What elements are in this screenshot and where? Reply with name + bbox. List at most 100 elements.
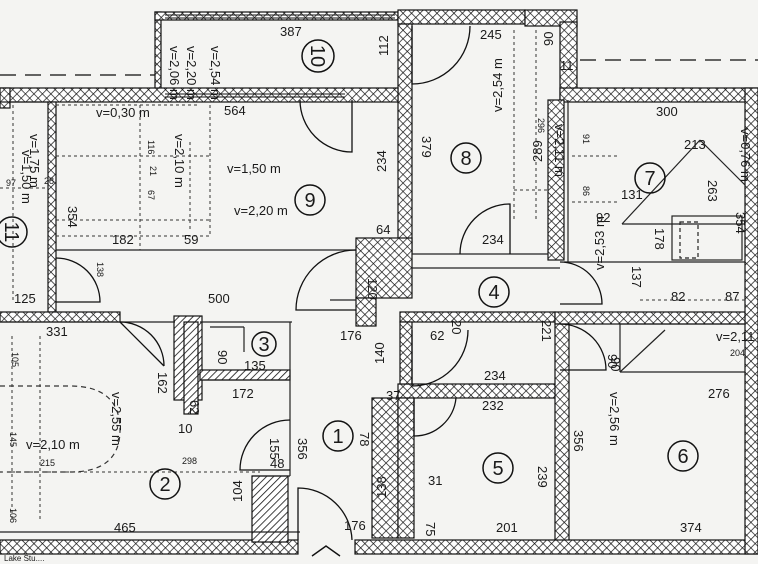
dimension-label: 135	[244, 358, 266, 373]
dimension-label: v=0,30 m	[96, 105, 150, 120]
dimension-label: 298	[182, 456, 197, 466]
dimension-label: v=2,54 m	[490, 58, 505, 112]
dimension-label: v=1,75 m	[27, 134, 42, 188]
dimension-label: v=2,54 m	[208, 46, 223, 100]
dimension-label: 374	[680, 520, 702, 535]
dimension-label: 131	[621, 187, 643, 202]
dimension-label: 176	[340, 328, 362, 343]
dimension-label: 20	[449, 320, 464, 334]
dimension-label: 172	[232, 386, 254, 401]
dimension-label: 90	[608, 357, 623, 371]
dimension-label: 86	[581, 186, 591, 196]
dimension-label: 105	[10, 352, 20, 367]
dimension-label: 178	[652, 228, 667, 250]
thin-lines	[0, 100, 746, 533]
dashed-boundary-lines	[0, 59, 758, 76]
dimension-label: 75	[423, 522, 438, 536]
dimension-label: 21	[148, 166, 158, 176]
dimension-label: 356	[571, 430, 586, 452]
dimension-label: v=2,53 m	[592, 216, 607, 270]
dimension-label: 465	[114, 520, 136, 535]
dimension-label: v=2,20 m	[184, 46, 199, 100]
room-9-number: 9	[304, 190, 315, 212]
dimension-label: 10	[178, 421, 192, 436]
room-3-circle	[251, 331, 277, 357]
dimension-label: 379	[419, 136, 434, 158]
dimension-label: 125	[14, 291, 36, 306]
dimension-label: 90	[215, 350, 230, 364]
dimension-label: v=2,10 m	[26, 437, 80, 452]
room-1-number: 1	[332, 426, 343, 448]
dimension-label: 106	[8, 508, 18, 523]
room-2-circle	[149, 468, 181, 500]
dimension-label: v=2,20 m	[234, 203, 288, 218]
dimension-label: 232	[482, 398, 504, 413]
dimension-label: v=2,11 m	[552, 124, 567, 177]
dimension-label: 182	[112, 232, 134, 247]
dimension-label: 59	[184, 232, 198, 247]
dimension-label: 78	[357, 432, 372, 446]
dimension-label: 234	[374, 150, 389, 172]
dimension-label: 500	[208, 291, 230, 306]
dimension-label: v=2,56 m	[607, 392, 622, 446]
room-3-number: 3	[258, 334, 269, 356]
dimension-label: 564	[224, 103, 246, 118]
dimension-label: 296	[536, 118, 546, 133]
dimension-label: 239	[535, 466, 550, 488]
dimension-label: 48	[270, 456, 284, 471]
footer-text: Lake Stu....	[4, 554, 44, 563]
dimension-label: v=2,11 m	[716, 329, 758, 344]
dimension-label: 300	[656, 104, 678, 119]
room-6-circle	[667, 440, 699, 472]
dimension-label: 201	[496, 520, 518, 535]
dimension-label: 354	[733, 212, 748, 234]
room-8-circle	[450, 142, 482, 174]
dimension-label: v=0,76 m	[738, 128, 753, 182]
dimension-label: 116	[146, 140, 156, 154]
dimension-label: 387	[280, 24, 302, 39]
room-9-circle	[294, 184, 326, 216]
dimension-label: 331	[46, 324, 68, 339]
room-7-circle	[634, 162, 666, 194]
room-6-number: 6	[677, 446, 688, 468]
room-8-number: 8	[460, 148, 471, 170]
dimension-label: 97	[6, 178, 16, 188]
dimension-label: 162	[155, 372, 170, 394]
dimension-label: 354	[65, 206, 80, 228]
dimension-label: 120	[365, 278, 380, 300]
dimension-label: 138	[374, 476, 389, 498]
dimension-label: 31	[428, 473, 442, 488]
dimension-label: v=1,50 m	[227, 161, 281, 176]
room-11-circle	[0, 216, 28, 248]
dimension-label: 90	[605, 354, 620, 368]
entrance-marker	[311, 545, 341, 557]
dimension-label: 82	[671, 289, 685, 304]
dimension-label: 87	[725, 289, 739, 304]
dimension-label: 62	[187, 400, 202, 414]
room-11-number: 11	[0, 222, 22, 243]
dimension-label: 104	[230, 480, 245, 502]
dimension-label: 67	[146, 190, 156, 200]
dimension-label: v=2,10 m	[172, 134, 187, 188]
dimension-label: 91	[581, 134, 591, 144]
dimension-label: 138	[95, 262, 105, 277]
doors	[55, 25, 607, 541]
dimension-label: 64	[376, 222, 390, 237]
dimension-label: 155	[267, 438, 282, 460]
room-5-circle	[482, 452, 514, 484]
room-5-number: 5	[492, 458, 503, 480]
dimension-label: 145	[8, 432, 18, 447]
dimension-label: 215	[40, 458, 55, 468]
dashed-inner-lines	[0, 30, 745, 520]
dimension-label: 176	[344, 518, 366, 533]
room-10-number: 10	[306, 45, 328, 67]
dimension-label: v=1,50 m	[19, 150, 34, 204]
dimension-label: 11	[560, 58, 574, 73]
dimension-label: 137	[629, 266, 644, 288]
dimension-label: 92	[596, 210, 610, 225]
dimension-label: 37	[386, 388, 400, 403]
